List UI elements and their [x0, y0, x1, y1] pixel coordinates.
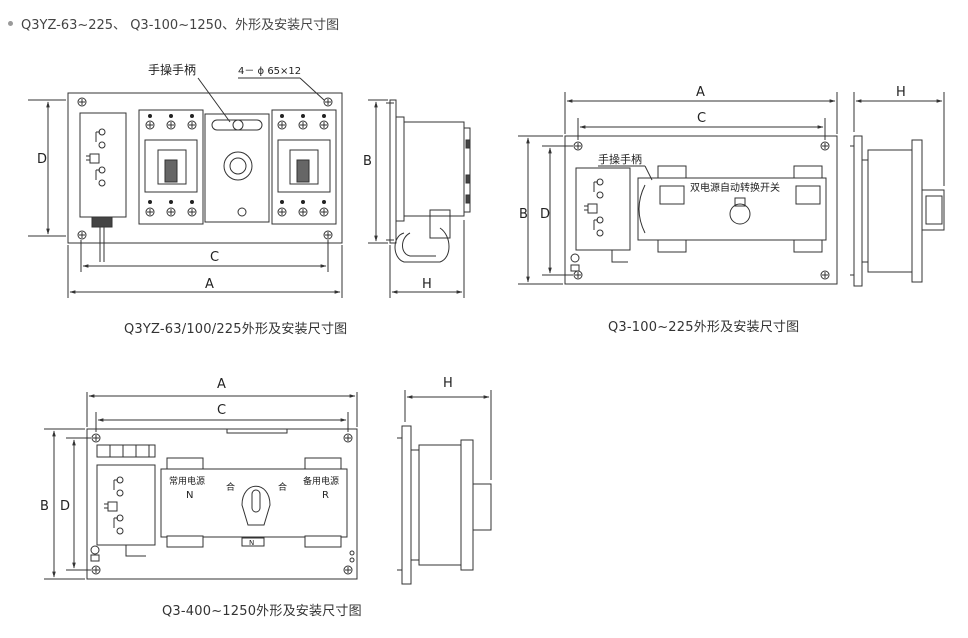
page-header: Q3YZ-63~225、 Q3-100~1250、外形及安装尺寸图	[8, 14, 339, 33]
label-he-left: 合	[226, 481, 235, 493]
dim-a-3: A	[217, 377, 226, 392]
controller-box	[79, 112, 127, 218]
dim-a-1: A	[205, 277, 214, 292]
label-n: N	[186, 490, 193, 501]
label-he-right: 合	[278, 481, 287, 493]
drawing-q3yz-side	[368, 99, 471, 298]
terminal-row-top	[657, 165, 823, 253]
controller-box	[575, 167, 631, 251]
drawing-q3-100-front	[518, 92, 838, 285]
dim-a-2: A	[696, 85, 705, 100]
center-operator	[204, 113, 270, 223]
dim-d-3: D	[60, 499, 70, 514]
label-r: R	[322, 490, 329, 501]
label-holes: 4－ ϕ 65×12	[238, 66, 301, 77]
dim-c-2: C	[697, 111, 706, 126]
dim-h-1: H	[422, 277, 432, 292]
switch-body	[637, 177, 827, 241]
page-title: Q3YZ-63~225、 Q3-100~1250、外形及安装尺寸图	[21, 18, 340, 33]
drawing-q3-400-side	[397, 390, 492, 585]
dim-d-1: D	[37, 152, 47, 167]
dim-d-2: D	[540, 207, 550, 222]
label-handle-2: 手操手柄	[598, 152, 642, 166]
label-n-badge: N	[249, 539, 254, 547]
label-switch-name: 双电源自动转换开关	[690, 181, 780, 194]
label-normal-power: 常用电源	[169, 475, 205, 487]
dim-b-1: B	[363, 154, 372, 169]
label-backup-power: 备用电源	[303, 475, 339, 487]
switch-body	[160, 468, 348, 538]
dim-b-2: B	[519, 207, 528, 222]
dim-c-3: C	[217, 403, 226, 418]
caption-q3-400: Q3-400~1250外形及安装尺寸图	[162, 604, 362, 619]
bullet-dot	[8, 21, 13, 26]
caption-q3yz: Q3YZ-63/100/225外形及安装尺寸图	[124, 322, 348, 337]
breaker-right	[271, 109, 337, 225]
drawing-q3-100-side	[850, 92, 945, 287]
drawing-q3-400-front	[44, 392, 358, 580]
label-handle-1: 手操手柄	[148, 62, 196, 77]
controller-box	[96, 464, 156, 546]
q3-100-base-plate	[564, 135, 838, 285]
dim-b-3: B	[40, 499, 49, 514]
q3yz-base-plate	[67, 92, 343, 244]
terminal-block	[91, 216, 113, 228]
dim-h-3: H	[443, 376, 453, 391]
dim-c-1: C	[210, 250, 219, 265]
breaker-left	[138, 109, 204, 225]
q3-400-base-plate	[86, 428, 358, 580]
caption-q3-100: Q3-100~225外形及安装尺寸图	[608, 320, 800, 335]
dim-h-2: H	[896, 85, 906, 100]
drawing-q3yz-front	[28, 77, 343, 298]
